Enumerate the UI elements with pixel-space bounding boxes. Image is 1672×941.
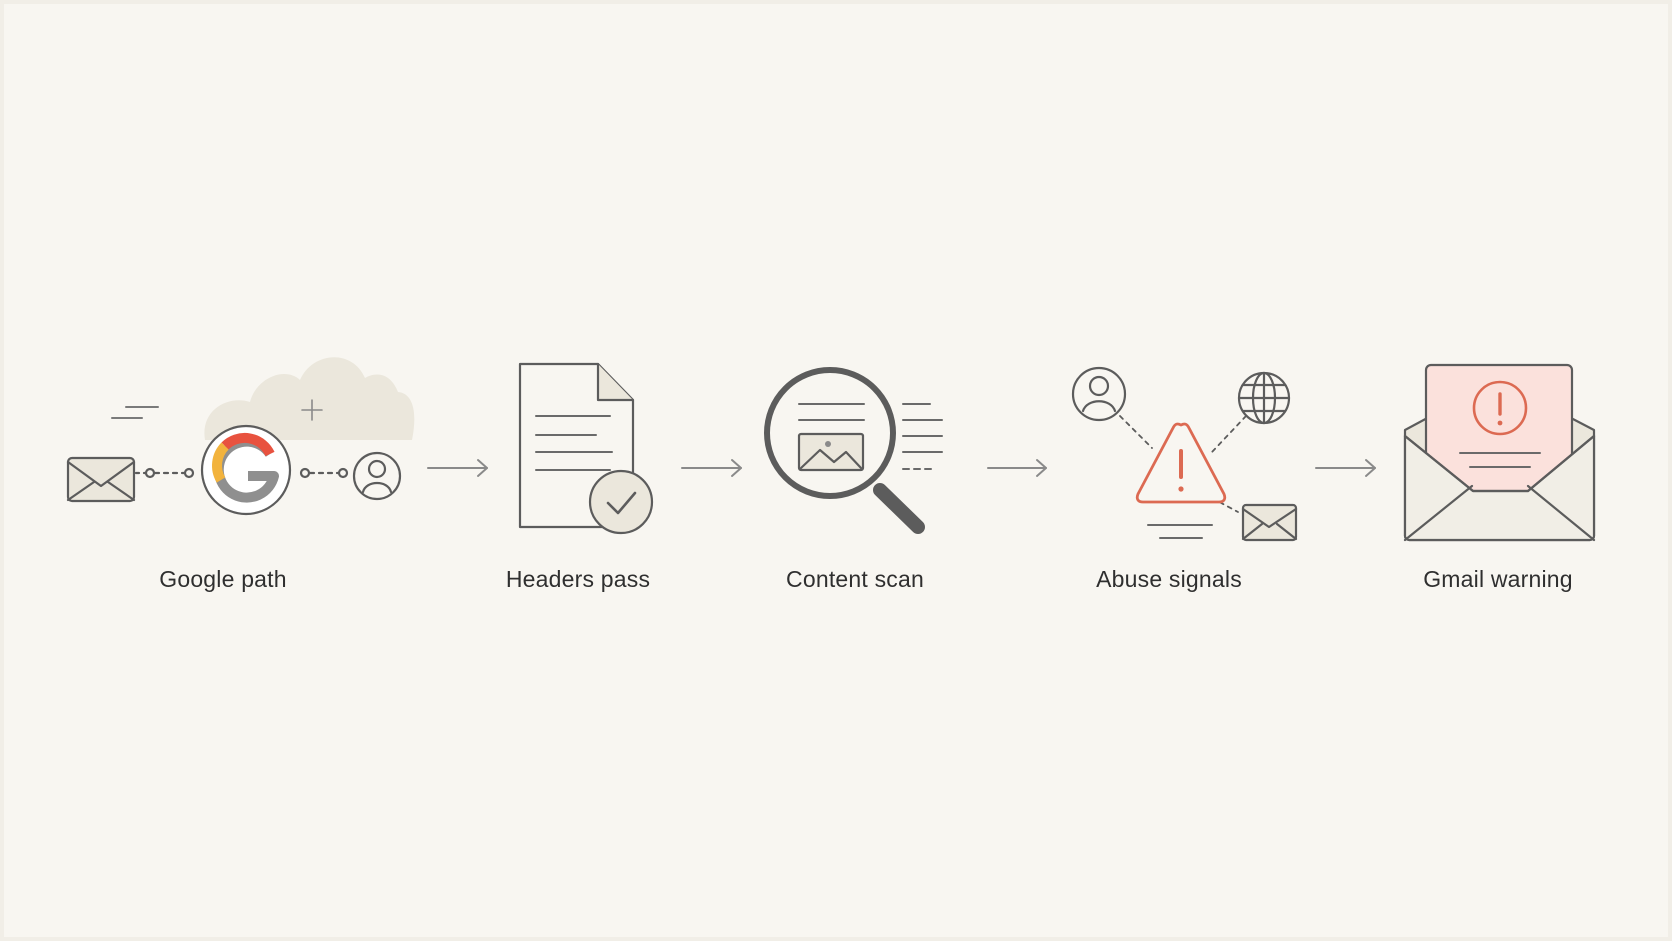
connector-left [134,467,195,479]
warning-network-icon [1071,366,1298,542]
cloud-icon [204,357,415,440]
step-label-headers-pass: Headers pass [505,566,651,592]
envelope-alert-icon [1403,363,1596,542]
arrow-icon [427,459,488,477]
step-label-google-path: Google path [159,566,287,592]
step-label-gmail-warning: Gmail warning [1423,566,1573,592]
document-check-icon [518,362,654,535]
step-label-content-scan: Content scan [786,566,924,592]
alert-circle-icon [1472,380,1528,436]
alert-triangle-icon [1135,422,1227,504]
user-icon [352,451,402,501]
connector-right [299,467,349,479]
arrow-icon [681,459,742,477]
arrow-icon [1315,459,1376,477]
google-route-icon [66,357,415,516]
envelope-icon [66,456,136,503]
motion-lines [111,406,159,419]
magnifier-scan-icon [764,367,943,534]
image-icon [797,432,865,472]
globe-icon [1237,371,1291,425]
arrow-icon [987,459,1047,477]
step-label-abuse-signals: Abuse signals [1096,566,1242,592]
user-icon [1071,366,1127,422]
envelope-icon [1241,503,1298,542]
check-badge-icon [588,469,654,535]
google-logo-icon [200,424,292,516]
